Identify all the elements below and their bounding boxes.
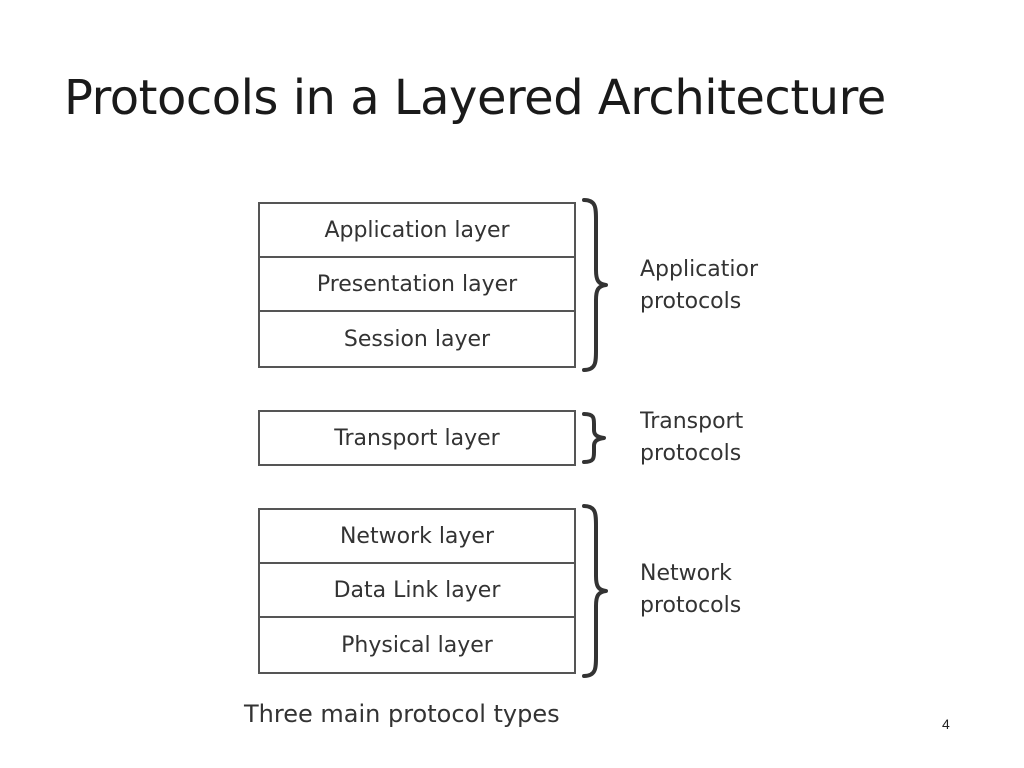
- network-brace-icon: [582, 504, 608, 678]
- application-protocols-label: Applicatior protocols: [640, 254, 780, 318]
- network-layer-box: Network layer: [260, 510, 574, 564]
- application-protocols-stack: Application layer Presentation layer Ses…: [258, 202, 576, 368]
- physical-layer-box: Physical layer: [341, 632, 493, 658]
- transport-protocols-label-line1: Transport: [640, 409, 744, 434]
- session-layer-box: Session layer: [343, 326, 491, 352]
- application-protocols-label-line2: protocols: [640, 289, 742, 314]
- network-protocols-label: Network protocols: [640, 558, 780, 622]
- transport-protocols-label-line2: protocols: [640, 441, 742, 466]
- diagram-caption: Three main protocol types: [244, 700, 560, 728]
- presentation-layer-box: Presentation layer: [260, 258, 574, 312]
- network-protocols-label-line2: protocols: [640, 593, 742, 618]
- network-protocols-stack: Network layer Data Link layer Physical l…: [258, 508, 576, 674]
- application-protocols-label-line1: Applicatior: [640, 257, 759, 282]
- slide-title: Protocols in a Layered Architecture: [64, 70, 886, 126]
- data-link-layer-box: Data Link layer: [260, 564, 574, 618]
- application-layer-box: Application layer: [260, 204, 574, 258]
- transport-protocols-stack: Transport layer: [258, 410, 576, 466]
- transport-protocols-label: Transport protocols: [640, 406, 780, 470]
- slide-number: 4: [942, 716, 950, 732]
- transport-layer-box: Transport layer: [334, 425, 500, 451]
- network-protocols-label-line1: Network: [640, 561, 732, 586]
- application-brace-icon: [582, 198, 608, 372]
- transport-brace-icon: [582, 412, 608, 464]
